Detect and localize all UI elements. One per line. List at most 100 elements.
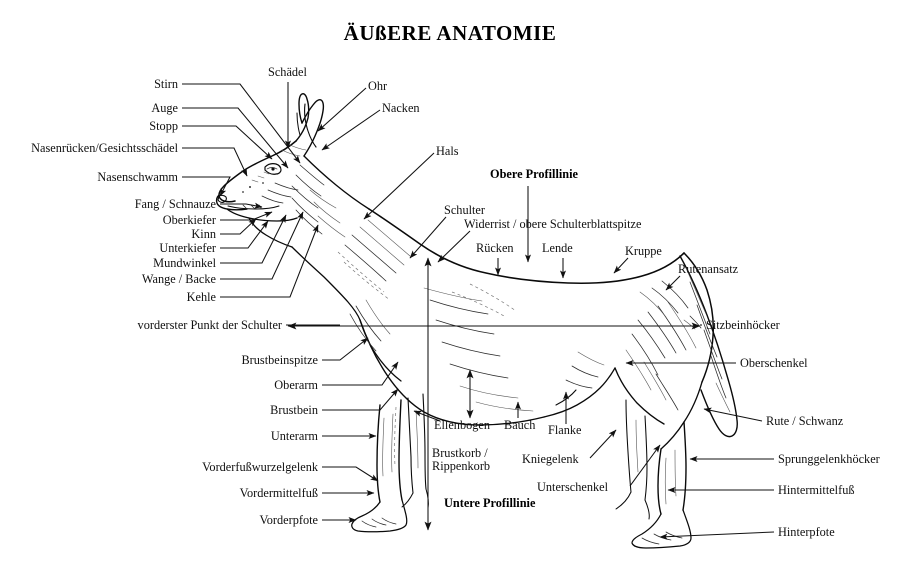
front-leg-left-front — [376, 404, 381, 503]
ruff-2 — [295, 174, 322, 197]
cheek-fur-2 — [267, 189, 292, 198]
label-oberschenkel: Oberschenkel — [740, 356, 808, 370]
leader-nacken — [321, 109, 381, 151]
rear-pastern-back — [682, 421, 687, 511]
shoulder-dash-2 — [343, 261, 391, 301]
hind-leg-far-back — [644, 415, 648, 501]
flank-fur-1 — [565, 379, 593, 389]
leader-stopp — [182, 125, 273, 160]
ruff-8 — [317, 215, 346, 238]
body-fur-3 — [441, 341, 501, 357]
eye-pupil — [271, 167, 275, 171]
tail-fur-3 — [703, 329, 723, 380]
leader-nasenruecken — [182, 147, 248, 177]
stifle-outline — [614, 367, 665, 425]
label-rutenansatz: Rutenansatz — [678, 262, 739, 276]
front-leg-line-2 — [391, 413, 394, 473]
label-brustbeinspitze: Brustbeinspitze — [241, 353, 318, 367]
label-ellenbogen: Ellenbogen — [434, 418, 490, 432]
eye-detail — [266, 167, 278, 170]
croup-fur-2 — [661, 280, 689, 309]
leader-wange — [220, 211, 304, 280]
label-brustbein: Brustbein — [270, 403, 318, 417]
nose-outline — [215, 194, 248, 211]
label-untere-profillinie: Untere Profillinie — [444, 496, 536, 510]
label-unterarm: Unterarm — [271, 429, 319, 443]
rear-pastern-front — [657, 448, 662, 515]
flank-fur-2 — [571, 365, 599, 378]
leader-stirn — [182, 83, 301, 164]
label-vorderster-punkt: vorderster Punkt der Schulter — [138, 318, 282, 332]
label-schulter: Schulter — [444, 203, 485, 217]
shoulder-dash-1 — [337, 251, 385, 293]
leader-kinn — [220, 218, 257, 235]
leader-nasenschwamm — [182, 176, 231, 197]
top-head-label-group: Schädel Ohr Nacken Hals — [268, 65, 459, 220]
upper-arm-fur-2 — [349, 313, 377, 352]
hind-leg-far-front — [625, 399, 632, 493]
label-stirn: Stirn — [154, 77, 178, 91]
label-unterschenkel: Unterschenkel — [537, 480, 609, 494]
hind-paw-far — [615, 491, 650, 520]
body-dash-2 — [469, 283, 517, 312]
label-wange: Wange / Backe — [142, 272, 217, 286]
ear-inner-line-2 — [296, 112, 301, 136]
label-kinn: Kinn — [191, 227, 216, 241]
label-obere-profillinie: Obere Profillinie — [490, 167, 579, 181]
ruff-1 — [299, 164, 325, 186]
leader-auge — [182, 107, 289, 169]
cheek-fur-1 — [261, 195, 284, 204]
label-vorderpfote: Vorderpfote — [259, 513, 318, 527]
croup-fur-3 — [639, 291, 667, 318]
label-ruecken: Rücken — [476, 241, 514, 255]
label-kehle: Kehle — [187, 290, 217, 304]
shoulder-blade-1 — [344, 244, 387, 282]
label-sitzbeinhoecker: Sitzbeinhöcker — [706, 318, 780, 332]
label-stopp: Stopp — [149, 119, 178, 133]
leader-ohr — [317, 87, 367, 132]
leader-ellenbogen — [413, 410, 441, 422]
tail-fur-4 — [710, 355, 727, 399]
right-body-label-group: Sitzbeinhöcker Oberschenkel Rute / Schwa… — [625, 318, 880, 540]
label-nasenruecken: Nasenrücken/Gesichtsschädel — [31, 141, 178, 155]
label-unterkiefer: Unterkiefer — [159, 241, 216, 255]
label-oberkiefer: Oberkiefer — [163, 213, 216, 227]
label-kniegelenk: Kniegelenk — [522, 452, 580, 466]
leader-rute — [703, 407, 763, 422]
rear-paw — [631, 509, 692, 549]
eye-outline — [264, 163, 282, 175]
tail-fur-2 — [696, 304, 718, 358]
ruff-4 — [291, 197, 319, 223]
rear-leg-line-2 — [674, 449, 677, 497]
ear-front-outline — [295, 93, 310, 142]
label-schaedel: Schädel — [268, 65, 308, 79]
label-sprunggelenkhoecker: Sprunggelenkhöcker — [778, 452, 880, 466]
leader-kehle — [220, 224, 319, 298]
label-flanke: Flanke — [548, 423, 582, 437]
flank-fur-3 — [577, 351, 605, 366]
front-leg-line-1 — [382, 417, 385, 477]
rear-outline — [683, 252, 714, 383]
leader-hinterpfote — [659, 531, 775, 540]
thigh-fur-2 — [647, 311, 677, 354]
tail-outline — [679, 255, 738, 438]
croup-fur-1 — [651, 287, 679, 314]
label-oberarm: Oberarm — [274, 378, 318, 392]
shoulder-blade-4 — [367, 219, 411, 257]
front-paw-toes — [361, 517, 397, 528]
label-hinterpfote: Hinterpfote — [778, 525, 835, 539]
tail-fur-6 — [715, 382, 731, 413]
measurement-lines — [287, 257, 701, 531]
label-vorderfusswurzelgelenk: Vorderfußwurzelgelenk — [202, 460, 319, 474]
face-dot-2 — [242, 191, 244, 193]
upper-arm-outline — [359, 319, 402, 382]
leader-kruppe — [613, 257, 629, 274]
label-bauch: Bauch — [504, 418, 535, 432]
body-fur-4 — [449, 363, 509, 379]
label-auge: Auge — [151, 101, 178, 115]
thigh-fur-5 — [625, 349, 652, 391]
label-lende: Lende — [542, 241, 573, 255]
